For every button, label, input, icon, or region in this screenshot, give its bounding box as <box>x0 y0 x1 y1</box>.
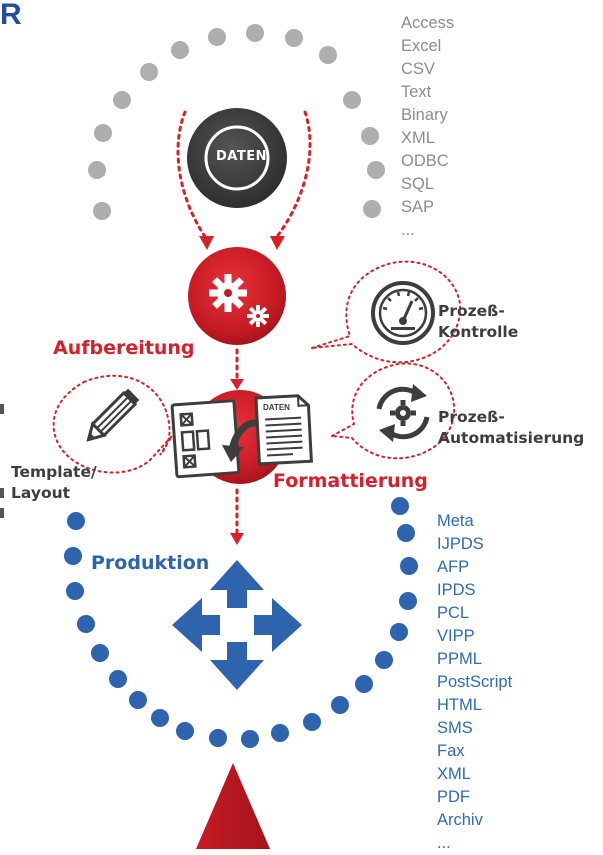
output-format-list: Meta IJPDS AFP IPDS PCL VIPP PPML PostSc… <box>437 510 512 855</box>
output-format: PDF <box>437 788 470 806</box>
output-format: VIPP <box>437 627 475 645</box>
source-format-list: Access Excel CSV Text Binary XML ODBC SQ… <box>401 12 454 242</box>
automatisierung-label: Prozeß- Automatisierung <box>438 407 584 449</box>
template-bubble <box>52 374 173 474</box>
formattierung-title: Formattierung <box>273 470 428 492</box>
pencil-icon <box>86 388 140 442</box>
source-format: Access <box>401 14 455 32</box>
automatisierung-label-line: Prozeß- <box>438 408 505 426</box>
output-format: Meta <box>437 512 474 530</box>
blue-dot-arc <box>64 497 418 748</box>
template-label-line: Layout <box>11 483 71 502</box>
output-format: AFP <box>437 558 470 576</box>
four-way-arrows-icon <box>172 560 302 690</box>
daten-connectors <box>176 110 312 240</box>
red-triangle <box>196 763 270 849</box>
kontrolle-bubble <box>311 260 462 364</box>
source-format: CSV <box>401 60 435 78</box>
connector-auf-form-head <box>230 379 244 390</box>
template-label-line: Template/ <box>11 463 97 481</box>
output-format: PostScript <box>437 673 513 691</box>
source-format: ... <box>401 221 415 239</box>
gears-icon <box>209 274 269 327</box>
automatisierung-bubble <box>328 362 456 460</box>
aufbereitung-title: Aufbereitung <box>53 337 195 359</box>
output-format: PCL <box>437 604 470 622</box>
produktion-title: Produktion <box>91 552 210 574</box>
source-format: Binary <box>401 106 448 124</box>
arrow-left-head <box>199 236 214 250</box>
daten-document-icon <box>254 394 313 466</box>
automatisierung-label-line: Automatisierung <box>438 428 585 447</box>
gauge-icon <box>371 281 435 345</box>
daten-node <box>187 108 287 208</box>
output-format: HTML <box>437 696 482 714</box>
source-format: SQL <box>401 175 435 193</box>
output-format: PPML <box>437 650 482 668</box>
merge-arrow-head <box>222 445 244 462</box>
kontrolle-label-line: Prozeß- <box>438 302 505 320</box>
grey-dot-arc <box>88 24 385 220</box>
output-format: Archiv <box>437 811 483 829</box>
doc-icon-label: DATEN <box>263 403 290 412</box>
edge-fragment <box>0 488 4 498</box>
output-format: XML <box>437 765 471 783</box>
arrow-right-head <box>270 236 285 250</box>
source-format: XML <box>401 129 435 147</box>
output-format: SMS <box>437 719 473 737</box>
edge-fragment <box>0 404 4 414</box>
template-label: Template/ Layout <box>11 462 97 504</box>
kontrolle-label: Prozeß- Kontrolle <box>438 301 518 343</box>
kontrolle-label-line: Kontrolle <box>438 322 519 341</box>
source-format: Text <box>401 83 432 101</box>
connector-form-prod-head <box>230 533 244 545</box>
aufbereitung-node <box>188 247 286 345</box>
corner-heading: R <box>0 0 23 31</box>
source-format: ODBC <box>401 152 449 170</box>
daten-node-label: DATEN <box>216 149 267 164</box>
source-format: Excel <box>401 37 442 55</box>
output-format: ... <box>437 834 451 852</box>
edge-fragment <box>0 508 4 518</box>
cycle-gear-icon <box>376 384 430 442</box>
output-format: IJPDS <box>437 535 484 553</box>
output-format: Fax <box>437 742 465 760</box>
template-form-icon <box>170 399 241 479</box>
output-format: IPDS <box>437 581 476 599</box>
source-format: SAP <box>401 198 435 216</box>
